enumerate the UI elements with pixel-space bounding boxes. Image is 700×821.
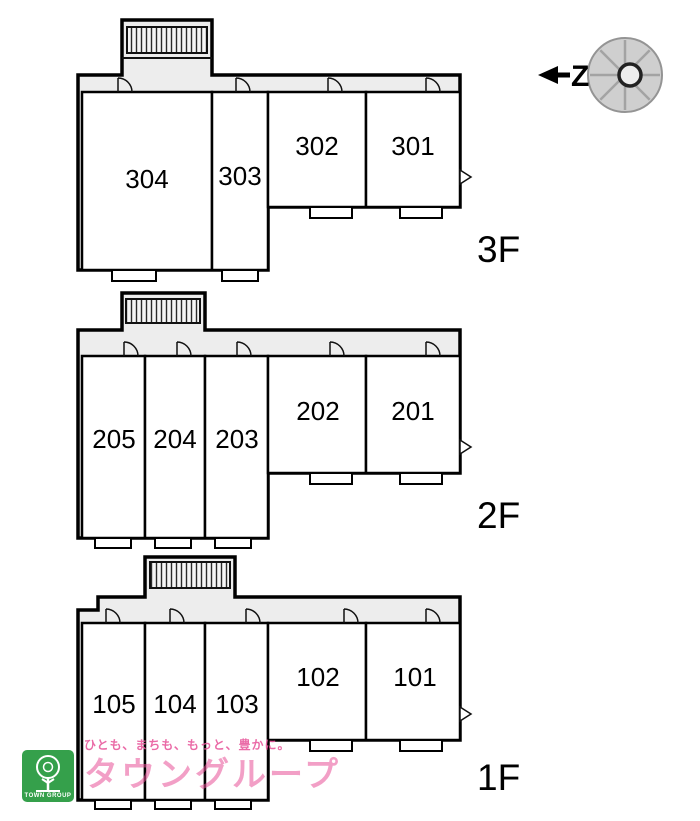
side-door-mark [459, 705, 473, 723]
side-door-mark [459, 168, 473, 186]
room-101 [364, 621, 462, 742]
floor-section-1f: 105 104 103 102 101 1F [76, 555, 520, 810]
stairs-icon [125, 298, 201, 324]
room-number-label: 104 [153, 689, 196, 719]
door-arc [176, 341, 192, 357]
balcony [111, 269, 157, 282]
balcony [221, 269, 259, 282]
stairs-icon [126, 26, 208, 54]
balcony [399, 739, 443, 752]
door-arc [236, 341, 252, 357]
tree-icon [36, 755, 60, 792]
door-arc [425, 341, 441, 357]
logo-text: TOWN GROUP [24, 793, 72, 799]
room-number-label: 105 [92, 689, 135, 719]
balcony [214, 799, 252, 810]
room-203 [203, 354, 270, 540]
watermark: TOWN GROUP ひとも、まちも、もっと、豊かに。 タウングループ [22, 736, 341, 802]
door-arc [245, 608, 261, 624]
door-arc [123, 341, 139, 357]
balcony [309, 206, 353, 219]
balcony [309, 472, 353, 485]
balcony [214, 537, 252, 549]
door-arc [343, 608, 359, 624]
door-arc [327, 77, 343, 93]
room-number-label: 102 [296, 662, 339, 692]
room-201 [364, 354, 462, 475]
watermark-text: ひとも、まちも、もっと、豊かに。 タウングループ [84, 736, 341, 797]
compass-direction-label: Z [571, 60, 589, 93]
room-102 [266, 621, 368, 742]
compass-center-ring [617, 62, 643, 88]
balcony [94, 537, 132, 549]
room-302 [266, 90, 368, 209]
door-arc [169, 608, 185, 624]
watermark-tagline: ひとも、まちも、もっと、豊かに。 [84, 738, 291, 752]
room-number-label: 203 [215, 424, 258, 454]
stairs-icon [149, 561, 231, 589]
floor-section-3f: 304 303 302 301 3F [76, 18, 520, 282]
side-door-mark [459, 438, 473, 456]
room-number-label: 302 [295, 131, 338, 161]
door-arc [117, 77, 133, 93]
room-number-label: 304 [125, 164, 168, 194]
room-number-label: 202 [296, 396, 339, 426]
room-103 [203, 621, 270, 802]
room-number-label: 201 [391, 396, 434, 426]
room-number-label: 303 [218, 161, 261, 191]
room-number-label: 101 [393, 662, 436, 692]
compass-rose: Z [538, 37, 663, 113]
door-arc [235, 77, 251, 93]
door-arc [425, 77, 441, 93]
door-arc [425, 608, 441, 624]
balcony [309, 739, 353, 752]
room-number-label: 204 [153, 424, 196, 454]
balcony [399, 472, 443, 485]
balcony [94, 799, 132, 810]
door-arc [105, 608, 121, 624]
floor-label-3f: 3F [477, 229, 520, 270]
floor-label-1f: 1F [477, 757, 520, 798]
door-arc [329, 341, 345, 357]
north-arrow-tail [556, 72, 570, 78]
balcony [154, 799, 192, 810]
room-number-label: 103 [215, 689, 258, 719]
room-number-label: 205 [92, 424, 135, 454]
balcony [399, 206, 443, 219]
room-304 [80, 90, 214, 272]
floor-label-2f: 2F [477, 495, 520, 536]
room-number-label: 301 [391, 131, 434, 161]
room-301 [364, 90, 462, 209]
room-105 [80, 621, 147, 802]
town-group-logo: TOWN GROUP [22, 750, 74, 802]
room-104 [143, 621, 207, 802]
watermark-brand: タウングループ [84, 756, 341, 794]
north-arrow-icon [538, 66, 558, 84]
room-205 [80, 354, 147, 540]
floor-section-2f: 205 204 203 202 201 2F [76, 291, 520, 549]
balcony [154, 537, 192, 549]
